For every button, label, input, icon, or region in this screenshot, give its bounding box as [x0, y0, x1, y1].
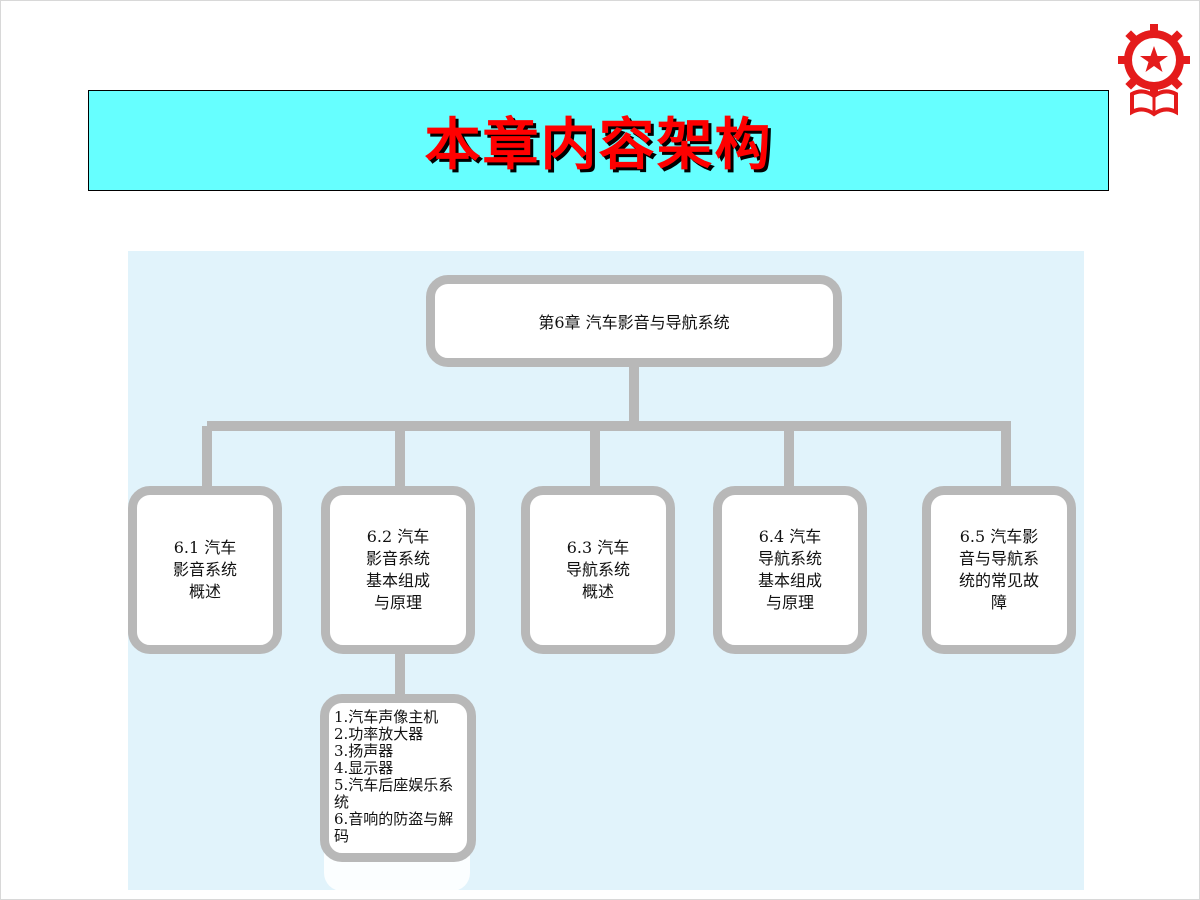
section-6-2-detail-node: 1.汽车声像主机 2.功率放大器 3.扬声器 4.显示器 5.汽车后座娱乐系统 … [320, 694, 476, 862]
section-label-6-2: 6.2 汽车 影音系统 基本组成 与原理 [365, 527, 430, 612]
detail-item: 1.汽车声像主机 [334, 708, 439, 726]
section-label-6-1: 6.1 汽车 影音系统 概述 [172, 538, 237, 601]
section-node-6-1: 6.1 汽车 影音系统 概述 [128, 486, 282, 654]
section-node-6-5: 6.5 汽车影 音与导航系 统的常见故 障 [922, 486, 1076, 654]
tree-connectors [202, 365, 1011, 697]
section-node-6-4: 6.4 汽车 导航系统 基本组成 与原理 [713, 486, 867, 654]
section-label-6-4: 6.4 汽车 导航系统 基本组成 与原理 [757, 527, 822, 612]
section-6-2-detail-list: 1.汽车声像主机 2.功率放大器 3.扬声器 4.显示器 5.汽车后座娱乐系统 … [334, 709, 463, 845]
gear-star-book-emblem-icon [1118, 24, 1190, 117]
detail-item: 6.音响的防盗与解码 [334, 810, 454, 845]
section-node-6-3: 6.3 汽车 导航系统 概述 [521, 486, 675, 654]
section-label-6-3: 6.3 汽车 导航系统 概述 [565, 538, 630, 601]
section-label-6-5: 6.5 汽车影 音与导航系 统的常见故 障 [958, 527, 1039, 612]
detail-item: 5.汽车后座娱乐系统 [334, 776, 454, 811]
detail-item: 2.功率放大器 [334, 725, 424, 743]
title-banner: 本章内容架构 [88, 90, 1109, 191]
section-node-6-2: 6.2 汽车 影音系统 基本组成 与原理 [321, 486, 475, 654]
chapter-root-node: 第6章 汽车影音与导航系统 [426, 275, 842, 367]
chapter-root-label: 第6章 汽车影音与导航系统 [538, 313, 730, 332]
detail-item: 3.扬声器 [334, 742, 394, 760]
detail-item: 4.显示器 [334, 759, 394, 777]
slide-title: 本章内容架构 [424, 113, 773, 178]
chapter-structure-diagram: 第6章 汽车影音与导航系统 6.1 汽车 影音系统 概述 6.2 汽车 影音系统… [128, 251, 1084, 890]
